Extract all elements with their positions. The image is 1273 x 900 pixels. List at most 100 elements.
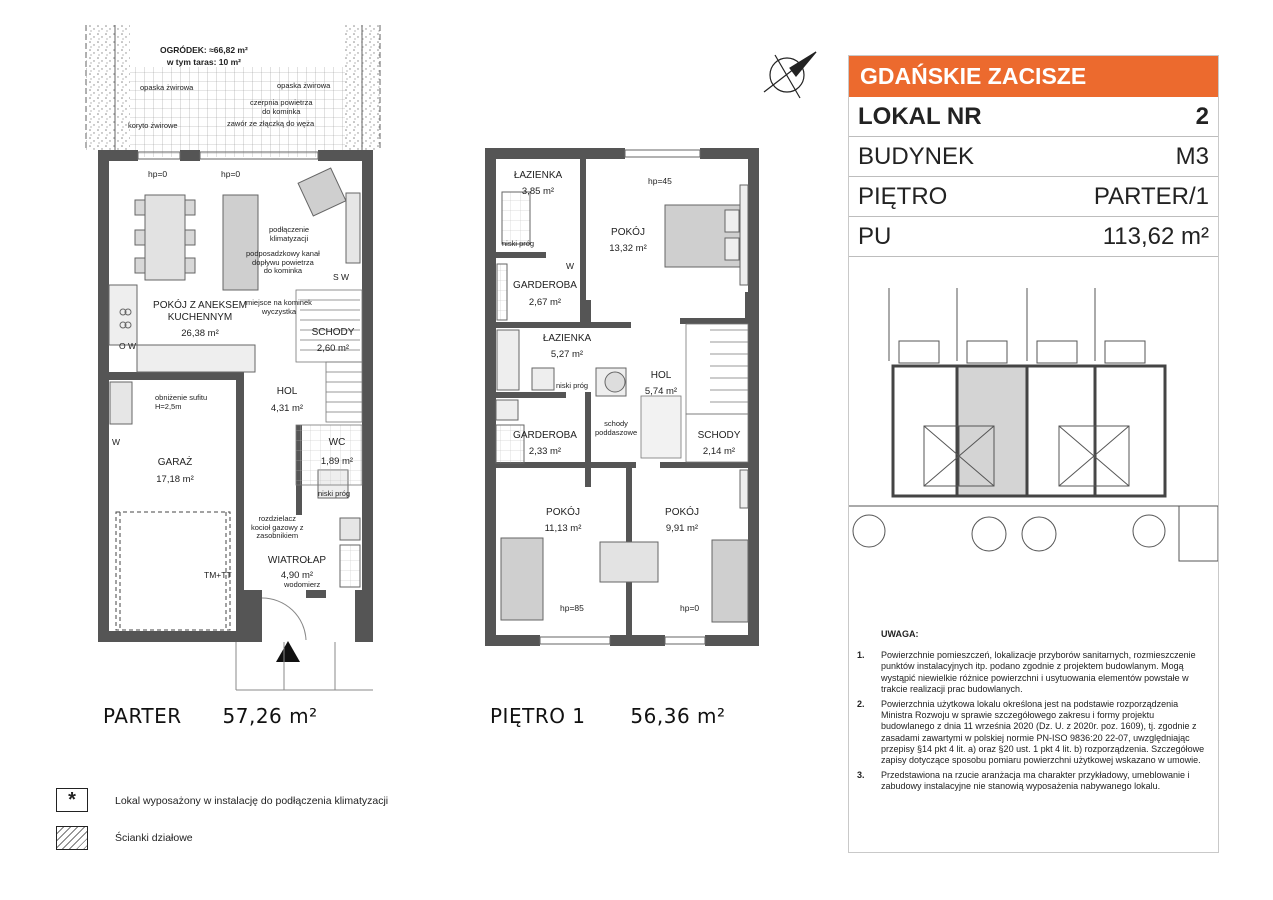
room-name: WIATROŁAP — [267, 555, 327, 566]
room-wc: WC 1,89 m² — [312, 437, 362, 467]
room-stairs: SCHODY 2,60 m² — [308, 327, 358, 354]
parter-furniture — [108, 167, 361, 588]
room-bedroom-2: POKÓJ 11,13 m² — [533, 507, 593, 534]
legend-ac-text: Lokal wyposażony w instalację do podłącz… — [115, 795, 389, 807]
note-number: 2. — [857, 699, 865, 710]
note-text: Powierzchnie pomieszczeń, lokalizacje pr… — [881, 650, 1196, 694]
row-label: PU — [858, 223, 892, 250]
room-name: HOL — [276, 386, 298, 397]
room-area: 2,67 m² — [528, 296, 562, 308]
row-area: PU 113,62 m² — [849, 217, 1218, 257]
row-label: LOKAL NR — [858, 103, 982, 130]
room-name: GARDEROBA — [513, 280, 577, 291]
ceiling-drop-label: obniżenie sufitu H=2,5m — [155, 393, 208, 411]
gravel-strip-label: opaska żwirowa — [140, 83, 194, 92]
legend-ac-box: * — [56, 788, 88, 812]
row-value: M3 — [1175, 143, 1209, 170]
w-label: W — [566, 261, 575, 271]
highlighted-unit — [957, 366, 1027, 496]
tm-label: TM+TT — [204, 570, 232, 580]
notes-section: UWAGA: 1. Powierzchnie pomieszczeń, loka… — [857, 629, 1207, 797]
room-area: 5,74 m² — [644, 385, 678, 397]
floor-name: PARTER — [103, 704, 182, 728]
room-name: SCHODY — [311, 327, 355, 338]
notes-title: UWAGA: — [881, 629, 919, 639]
room-area: 11,13 m² — [544, 522, 582, 534]
room-area: 9,91 m² — [665, 522, 699, 534]
air-intake-label: czerpnia powietrza do kominka — [250, 98, 313, 116]
ac-connection-label: podłączenie klimatyzacji — [269, 225, 310, 243]
floor-area: 56,36 m² — [630, 704, 726, 728]
room-hall-1: HOL 5,74 m² — [636, 370, 686, 397]
room-wardrobe-1: GARDEROBA 2,67 m² — [510, 280, 580, 308]
garage-door — [115, 511, 231, 631]
room-area: 2,14 m² — [702, 445, 736, 457]
room-vestibule: WIATROŁAP 4,90 m² — [262, 555, 332, 581]
room-name: POKÓJ Z ANEKSEM KUCHENNYM — [153, 300, 247, 323]
hp-label: hp=0 — [680, 603, 700, 613]
room-area: 4,90 m² — [280, 569, 314, 581]
note-number: 1. — [857, 650, 865, 661]
hp-label: hp=45 — [648, 176, 672, 186]
room-area: 17,18 m² — [156, 473, 194, 485]
room-name: ŁAZIENKA — [542, 333, 592, 344]
room-area: 4,31 m² — [270, 402, 304, 414]
note-item: 2. Powierzchnia użytkowa lokalu określon… — [857, 699, 1207, 766]
garden — [85, 25, 381, 157]
room-name: HOL — [650, 370, 672, 381]
floor-area: 57,26 m² — [222, 704, 318, 728]
hp-label: hp=0 — [221, 169, 241, 179]
room-bedroom-1: POKÓJ 13,32 m² — [598, 227, 658, 254]
room-name: POKÓJ — [611, 227, 645, 238]
room-bedroom-3: POKÓJ 9,91 m² — [652, 507, 712, 534]
brand-header: GDAŃSKIE ZACISZE — [849, 56, 1218, 97]
floor-name: PIĘTRO 1 — [490, 704, 586, 728]
room-area: 3,85 m² — [521, 185, 555, 197]
north-compass-icon — [763, 51, 817, 99]
boiler-label: rozdzielacz kocioł gazowy z zasobnikiem — [251, 514, 304, 541]
pietro-furniture — [495, 184, 749, 623]
note-item: 1. Powierzchnie pomieszczeń, lokalizacje… — [857, 650, 1207, 695]
row-value: 113,62 m² — [1102, 223, 1209, 250]
low-threshold-label: niski próg — [556, 381, 589, 390]
gravel-trough-label: koryto żwirowe — [128, 121, 178, 130]
room-hall: HOL 4,31 m² — [262, 386, 312, 414]
low-threshold-label: niski próg — [318, 489, 351, 498]
building-key-plan — [849, 288, 1218, 562]
room-area: 5,27 m² — [550, 348, 584, 360]
row-label: PIĘTRO — [858, 183, 948, 210]
row-unit: LOKAL NR 2 — [849, 97, 1218, 137]
room-area: 2,33 m² — [528, 445, 562, 457]
row-value: PARTER/1 — [1093, 183, 1209, 210]
room-area: 13,32 m² — [609, 242, 647, 254]
room-name: GARDEROBA — [513, 430, 577, 441]
row-floor: PIĘTRO PARTER/1 — [849, 177, 1218, 217]
air-duct-label: podposadzkowy kanał dopływu powietrza do… — [246, 249, 320, 276]
room-living: POKÓJ Z ANEKSEM KUCHENNYM 26,38 m² — [140, 300, 260, 340]
room-name: POKÓJ — [665, 507, 699, 518]
ow-label: O W — [119, 341, 136, 351]
room-name: ŁAZIENKA — [513, 170, 563, 181]
room-name: SCHODY — [697, 430, 741, 441]
room-garage: GARAŻ 17,18 m² — [145, 457, 205, 485]
valve-label: zawór ze złączką do węża — [227, 119, 315, 128]
room-bath-1: ŁAZIENKA 3,85 m² — [508, 170, 568, 197]
note-item: 3. Przedstawiona na rzucie aranżacja ma … — [857, 770, 1207, 792]
note-number: 3. — [857, 770, 865, 781]
row-label: BUDYNEK — [858, 143, 975, 170]
row-value: 2 — [1195, 103, 1209, 130]
parter-stairs — [295, 289, 363, 486]
hatch-icon — [56, 826, 88, 850]
w-label: W — [112, 437, 121, 447]
gravel-strip-right-label: opaska żwirowa — [277, 81, 331, 90]
sw-label: S W — [333, 272, 350, 282]
water-meter-label: wodomierz — [284, 580, 321, 589]
room-area: 1,89 m² — [320, 455, 354, 467]
room-area: 26,38 m² — [181, 328, 219, 339]
floor-plans-drawing — [85, 25, 817, 691]
row-building: BUDYNEK M3 — [849, 137, 1218, 177]
terrace-area: w tym taras: 10 m² — [166, 56, 241, 67]
entrance-arrow-icon — [276, 641, 300, 662]
pietro-title: PIĘTRO 1 56,36 m² — [490, 704, 726, 728]
note-text: Powierzchnia użytkowa lokalu określona j… — [881, 699, 1205, 766]
